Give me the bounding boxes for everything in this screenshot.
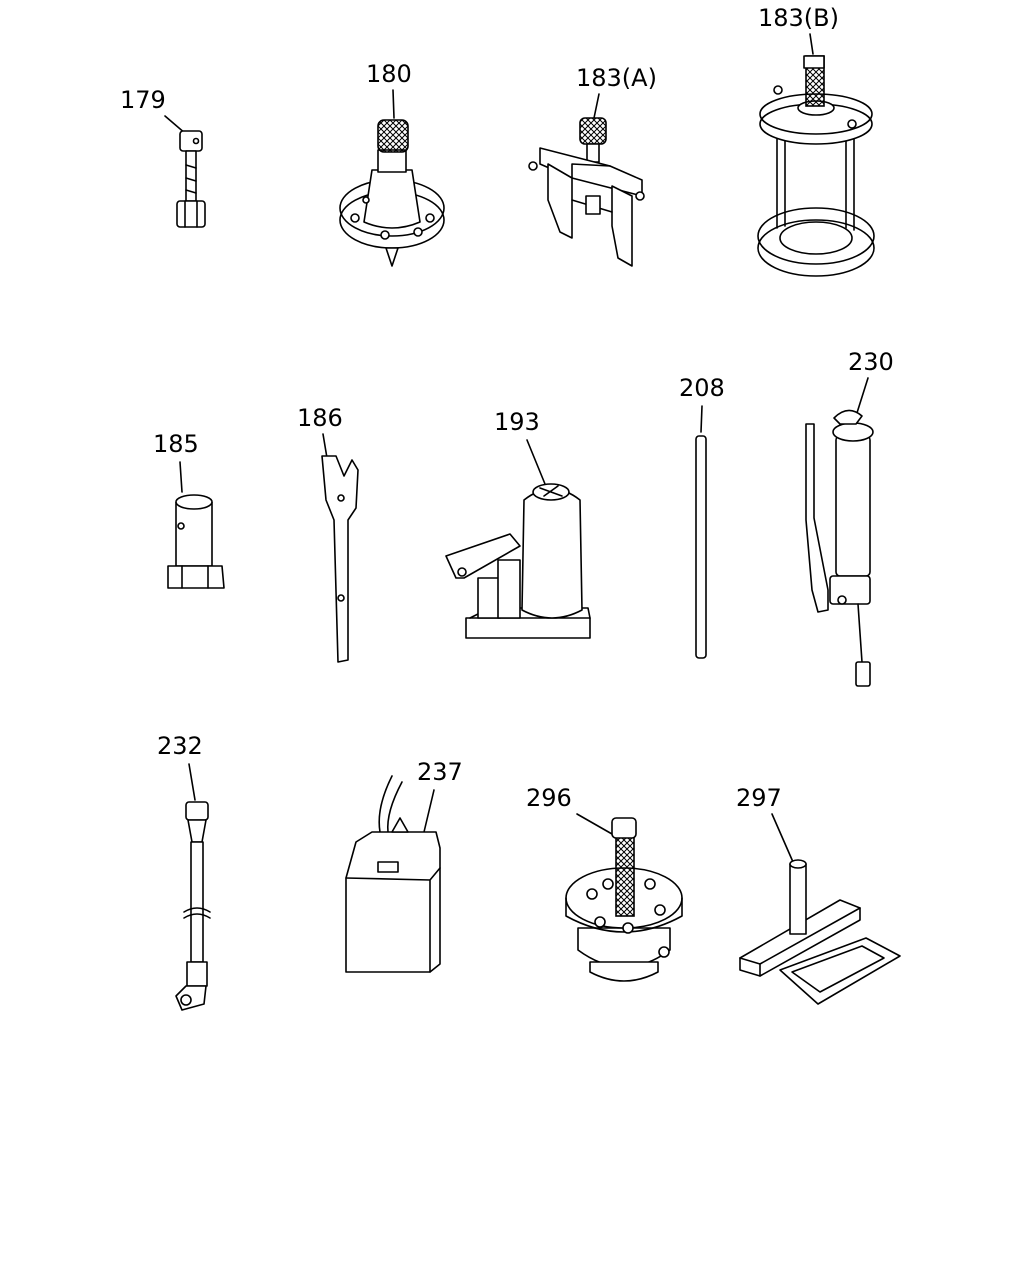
jack-cylinder (521, 488, 583, 619)
pump-unit (477, 577, 501, 619)
jack-base (465, 617, 591, 639)
part-183a[interactable]: 183(A) (528, 64, 657, 267)
hose-fitting-bottom (186, 961, 208, 987)
label-179: 179 (120, 86, 166, 114)
leader-185 (179, 461, 183, 493)
pilot-tip (385, 247, 399, 267)
rod (695, 435, 707, 659)
label-208: 208 (679, 374, 725, 402)
leader-237 (423, 789, 435, 833)
leader-297 (771, 813, 794, 863)
grease-barrel (835, 435, 871, 577)
part-186[interactable]: 186 (297, 404, 359, 663)
leader-183a (593, 93, 600, 119)
upright-pin (789, 863, 807, 935)
center-bolt (615, 833, 635, 917)
spanner-body (321, 455, 359, 663)
part-297[interactable]: 297 (736, 784, 901, 1005)
part-237[interactable]: 237 (345, 758, 463, 973)
adapter-shaft (185, 150, 197, 202)
adapter-nut (176, 200, 206, 228)
leader-193 (526, 439, 546, 485)
part-193[interactable]: 193 (445, 408, 591, 639)
label-183b: 183(B) (758, 4, 839, 32)
hose-fitting-top (185, 801, 209, 821)
box-body (345, 831, 441, 973)
leader-230 (855, 377, 869, 417)
part-183b[interactable]: 183(B) (757, 4, 875, 277)
part-296[interactable]: 296 (526, 784, 683, 982)
leader-232 (188, 763, 196, 801)
label-230: 230 (848, 348, 894, 376)
part-230[interactable]: 230 (805, 348, 894, 687)
cone-body (363, 169, 421, 229)
collar (377, 149, 407, 173)
leader-296 (576, 813, 613, 835)
cable (378, 775, 393, 833)
part-180[interactable]: 180 (339, 60, 445, 267)
plunger-handle (833, 409, 863, 425)
label-180: 180 (366, 60, 412, 88)
part-232[interactable]: 232 (157, 732, 211, 1011)
hose (190, 841, 204, 963)
base-plate (779, 937, 901, 1005)
base-ring (757, 219, 875, 277)
left-jaw (547, 163, 573, 239)
leader-183b (809, 33, 814, 55)
knurled-knob (377, 119, 409, 153)
cross-bar (739, 899, 861, 977)
box-label (377, 861, 399, 873)
part-208[interactable]: 208 (679, 374, 725, 659)
gun-head (829, 575, 871, 605)
label-296: 296 (526, 784, 572, 812)
leader-186 (322, 433, 328, 459)
bolt-head (611, 817, 637, 839)
lever-handle (805, 423, 829, 613)
socket-body (175, 502, 213, 567)
label-232: 232 (157, 732, 203, 760)
label-237: 237 (417, 758, 463, 786)
socket-hex (167, 565, 225, 589)
right-jaw (611, 185, 633, 267)
plate-side (577, 927, 671, 968)
part-185[interactable]: 185 (153, 430, 225, 589)
jack-handle (445, 533, 521, 579)
label-186: 186 (297, 404, 343, 432)
leader-180 (392, 89, 395, 119)
label-185: 185 (153, 430, 199, 458)
leader-208 (700, 405, 703, 433)
nozzle (855, 661, 871, 687)
label-297: 297 (736, 784, 782, 812)
part-179[interactable]: 179 (120, 86, 206, 228)
label-193: 193 (494, 408, 540, 436)
puller-knob (579, 117, 607, 145)
label-183a: 183(A) (576, 64, 657, 92)
